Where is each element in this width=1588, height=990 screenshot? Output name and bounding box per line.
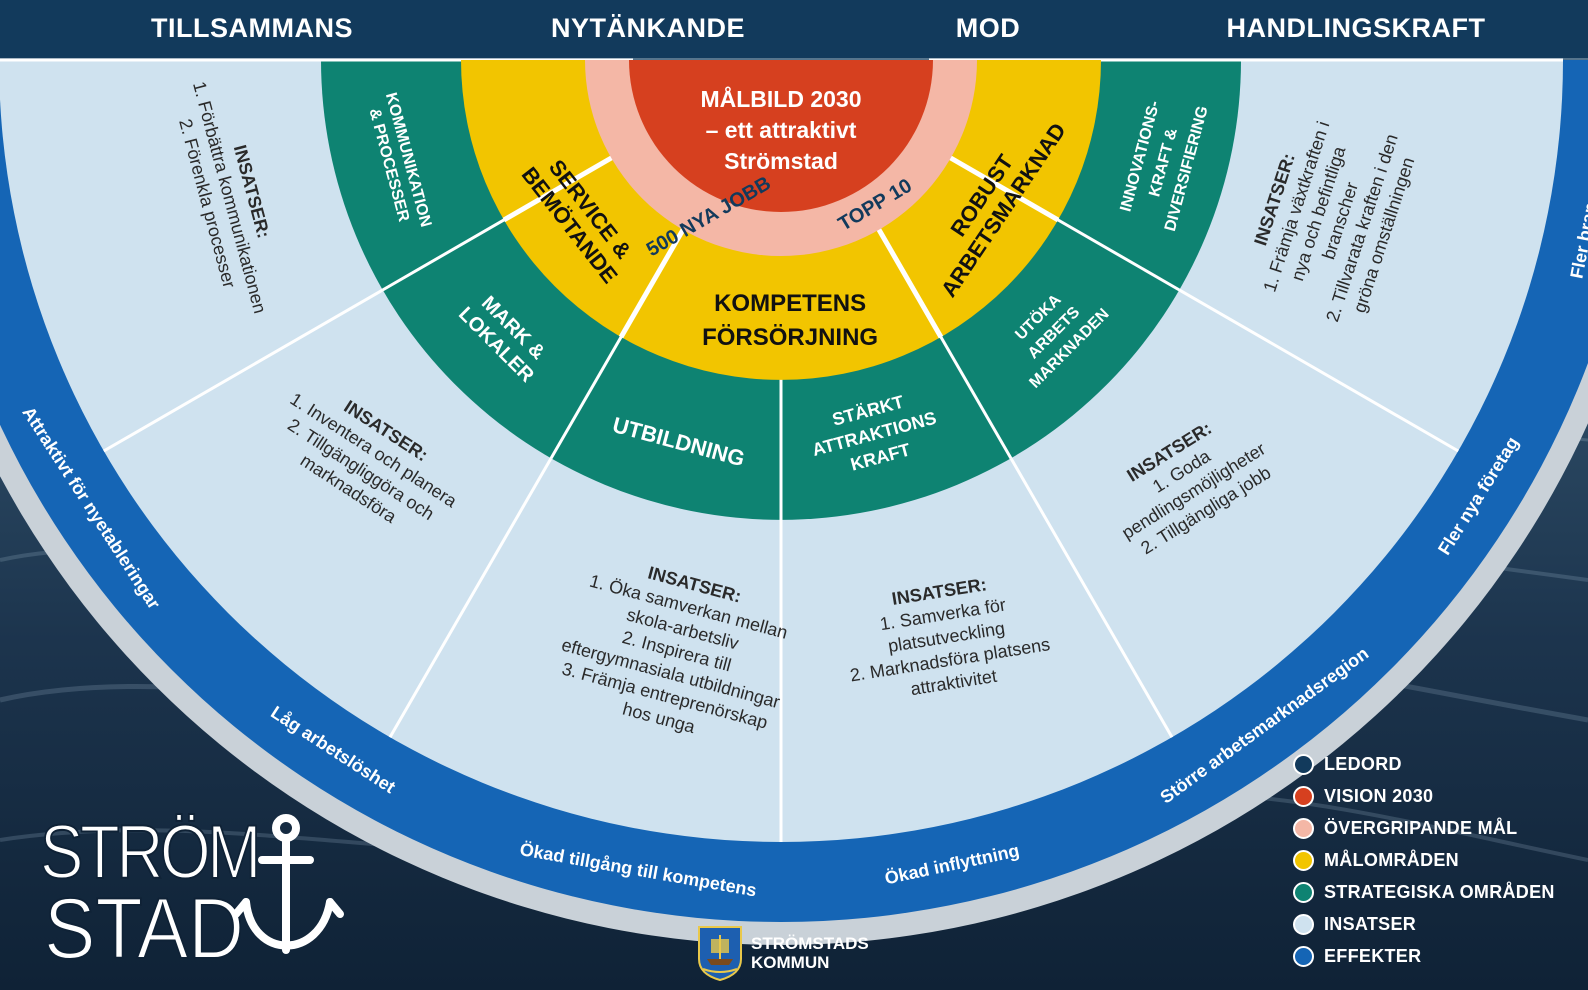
legend-swatch bbox=[1293, 785, 1314, 807]
legend-label: LEDORD bbox=[1324, 753, 1402, 774]
coat-of-arms-icon bbox=[698, 926, 742, 981]
legend-swatch bbox=[1293, 849, 1314, 871]
legend-swatch bbox=[1293, 913, 1314, 935]
logo-line-2: STAD bbox=[44, 881, 244, 970]
legend-item: INSATSER bbox=[1293, 908, 1555, 940]
legend: LEDORD VISION 2030 ÖVERGRIPANDE MÅL MÅLO… bbox=[1293, 748, 1555, 972]
legend-label: ÖVERGRIPANDE MÅL bbox=[1324, 817, 1518, 838]
value-word: MOD bbox=[955, 13, 1021, 43]
legend-label: MÅLOMRÅDEN bbox=[1324, 849, 1459, 870]
legend-swatch bbox=[1293, 881, 1314, 903]
legend-item: MÅLOMRÅDEN bbox=[1293, 844, 1555, 876]
logo-line-1: STRÖM bbox=[40, 810, 258, 895]
legend-swatch bbox=[1293, 753, 1314, 775]
legend-item: ÖVERGRIPANDE MÅL bbox=[1293, 812, 1555, 844]
legend-swatch bbox=[1293, 945, 1314, 967]
values-header: TILLSAMMANS NYTÄNKANDE MOD HANDLINGSKRAF… bbox=[0, 0, 1588, 58]
legend-item: EFFEKTER bbox=[1293, 940, 1555, 972]
legend-label: INSATSER bbox=[1324, 913, 1417, 934]
legend-label: EFFEKTER bbox=[1324, 945, 1422, 966]
focus-divider bbox=[876, 227, 944, 339]
kommun-logo: STRÖMSTADS KOMMUN bbox=[697, 925, 869, 981]
legend-item: STRATEGISKA OMRÅDEN bbox=[1293, 876, 1555, 908]
kommun-name-line-2: KOMMUN bbox=[751, 953, 830, 972]
legend-item: LEDORD bbox=[1293, 748, 1555, 780]
legend-item: VISION 2030 bbox=[1293, 780, 1555, 812]
legend-label: VISION 2030 bbox=[1324, 785, 1434, 806]
focus-divider bbox=[502, 155, 614, 223]
vision-core bbox=[629, 60, 933, 212]
value-word: HANDLINGSKRAFT bbox=[1226, 13, 1486, 43]
kommun-name-line-1: STRÖMSTADS bbox=[751, 934, 869, 953]
legend-swatch bbox=[1293, 817, 1314, 839]
value-word: TILLSAMMANS bbox=[151, 13, 353, 43]
value-word: NYTÄNKANDE bbox=[551, 13, 745, 43]
legend-label: STRATEGISKA OMRÅDEN bbox=[1324, 881, 1555, 902]
anchor-icon bbox=[232, 814, 344, 954]
focus-divider bbox=[618, 227, 686, 339]
focus-divider bbox=[948, 155, 1060, 223]
stromstad-logo: STRÖM STAD bbox=[40, 810, 344, 970]
